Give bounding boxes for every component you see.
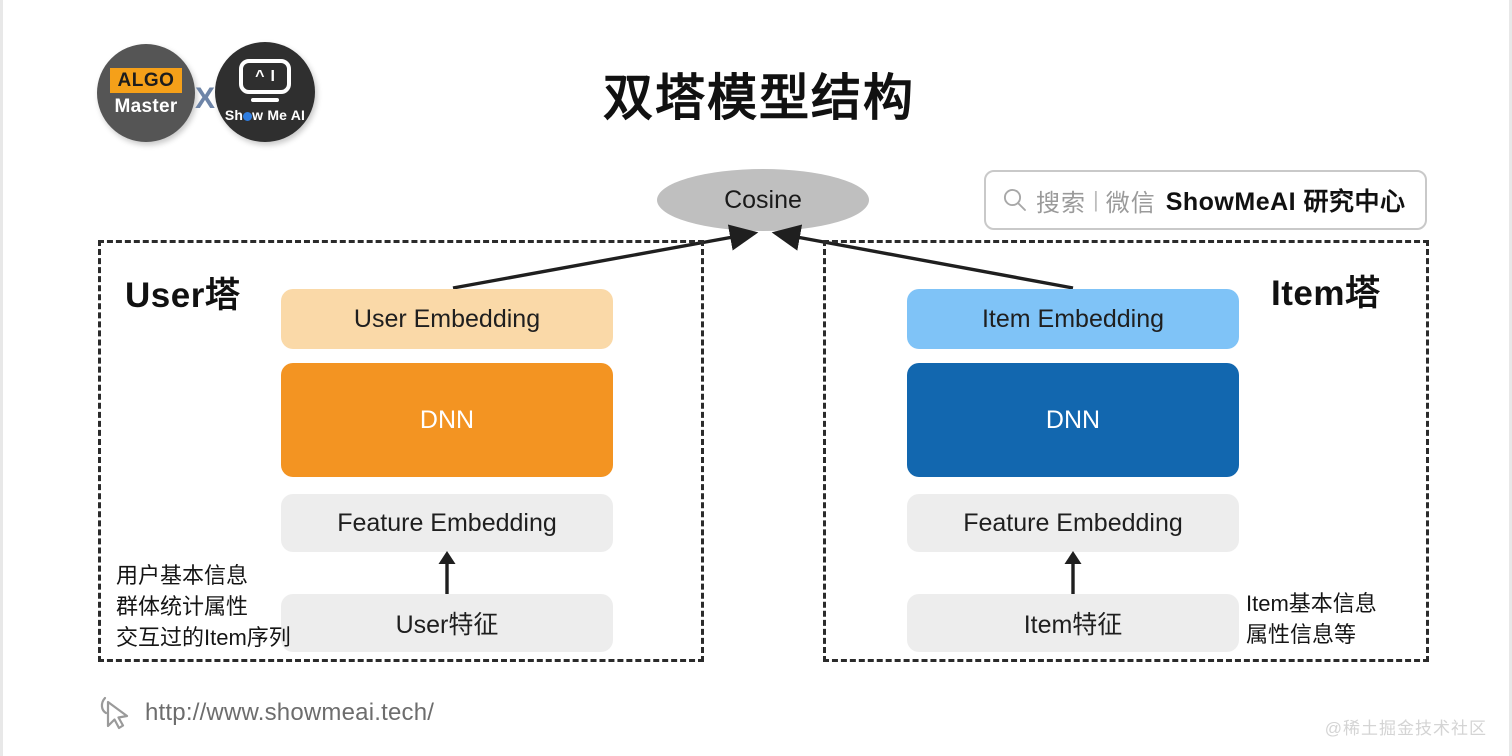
watermark: @稀土掘金技术社区 bbox=[1324, 719, 1487, 738]
item-feature-embedding-box: Feature Embedding bbox=[907, 494, 1239, 552]
user-feature-embedding-box: Feature Embedding bbox=[281, 494, 613, 552]
footer: http://www.showmeai.tech/ bbox=[99, 694, 434, 732]
logo-row: ALGO Master X ^ I Sh w Me AI bbox=[97, 42, 327, 152]
robot-screen-icon: ^ I bbox=[239, 59, 291, 94]
item-tower-container bbox=[823, 240, 1429, 662]
robot-eye-caret-icon: ^ bbox=[255, 67, 265, 85]
user-dnn-box: DNN bbox=[281, 363, 613, 477]
showmeai-dot-icon bbox=[243, 112, 253, 121]
user-raw-feature-box: User特征 bbox=[281, 594, 613, 652]
search-separator: | bbox=[1093, 187, 1099, 212]
item-raw-feature-box: Item特征 bbox=[907, 594, 1239, 652]
showmeai-prefix: Sh bbox=[224, 107, 244, 123]
cursor-icon bbox=[100, 696, 129, 730]
page-title: 双塔模型结构 bbox=[603, 70, 915, 126]
user-embedding-box: User Embedding bbox=[281, 289, 613, 349]
wechat-search-pill[interactable]: 搜索 | 微信 ShowMeAI 研究中心 bbox=[984, 170, 1427, 230]
showmeai-wordmark: Sh w Me AI bbox=[215, 107, 315, 123]
search-icon bbox=[1003, 188, 1026, 211]
user-feature-up-arrow-icon bbox=[438, 551, 456, 594]
item-embedding-box: Item Embedding bbox=[907, 289, 1239, 349]
robot-stand-icon bbox=[251, 98, 279, 102]
item-tower-label: Item塔 bbox=[1271, 274, 1381, 313]
footer-url[interactable]: http://www.showmeai.tech/ bbox=[145, 699, 435, 726]
item-dnn-box: DNN bbox=[907, 363, 1239, 477]
cosine-node: Cosine bbox=[657, 169, 869, 231]
item-feature-annotation: Item基本信息 属性信息等 bbox=[1246, 591, 1377, 648]
showmeai-suffix: w Me AI bbox=[252, 107, 306, 123]
search-placeholder: 搜索 bbox=[1036, 189, 1086, 217]
user-feature-annotation: 用户基本信息 群体统计属性 交互过的Item序列 bbox=[116, 563, 291, 651]
logo-separator-x: X bbox=[195, 82, 216, 115]
item-feature-up-arrow-icon bbox=[1064, 551, 1082, 594]
robot-eye-bar-icon: I bbox=[270, 67, 275, 85]
search-account-name: ShowMeAI 研究中心 bbox=[1165, 188, 1406, 216]
algo-badge-label: ALGO bbox=[110, 68, 182, 93]
algomaster-logo: ALGO Master bbox=[97, 44, 195, 142]
user-tower-label: User塔 bbox=[125, 276, 241, 315]
cosine-label: Cosine bbox=[724, 185, 802, 214]
algo-master-label: Master bbox=[114, 96, 178, 117]
showmeai-logo: ^ I Sh w Me AI bbox=[215, 42, 315, 142]
search-channel: 微信 bbox=[1105, 189, 1156, 217]
user-tower-container bbox=[98, 240, 704, 662]
